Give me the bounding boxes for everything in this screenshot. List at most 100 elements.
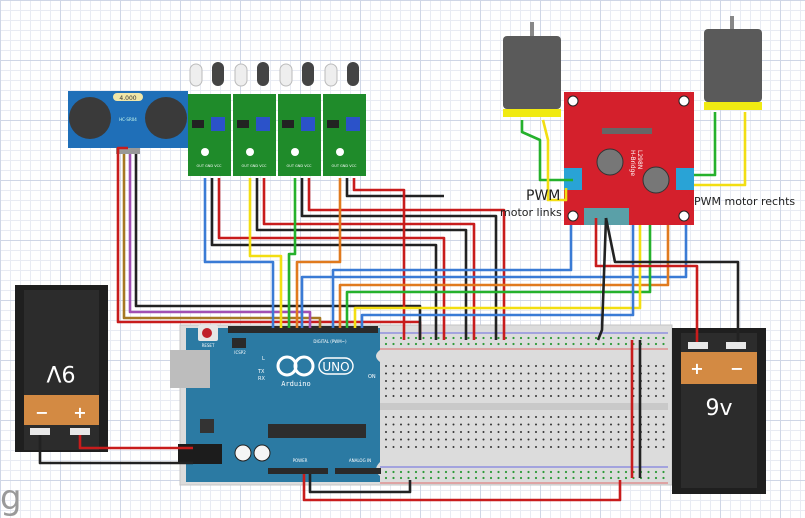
hole — [430, 372, 432, 375]
hole — [482, 387, 485, 390]
wire-25 — [596, 217, 608, 341]
wire-23 — [594, 218, 699, 342]
mount-hole — [246, 148, 254, 156]
rail-hole — [594, 470, 598, 474]
rail-hole — [654, 336, 658, 340]
hole — [445, 372, 447, 375]
battery-right-plus: + — [690, 359, 703, 378]
hole — [460, 395, 462, 397]
rail-hole — [399, 342, 403, 346]
hole — [647, 446, 650, 448]
hole — [430, 438, 432, 441]
hole — [610, 380, 612, 382]
hole — [505, 431, 507, 433]
wire-13 — [307, 178, 506, 340]
hole — [550, 395, 552, 397]
hole — [475, 387, 477, 390]
rail-hole — [467, 470, 470, 474]
hole — [415, 446, 417, 448]
hole — [437, 387, 440, 390]
hole — [482, 372, 485, 375]
hole — [580, 365, 582, 367]
hole — [610, 446, 612, 448]
rail-hole — [579, 476, 583, 480]
rail-hole — [392, 342, 395, 346]
rail-hole — [429, 342, 433, 346]
hole — [497, 431, 500, 433]
hole — [512, 446, 515, 448]
wire-16 — [352, 178, 406, 340]
rail-hole — [564, 342, 568, 346]
hole — [550, 387, 552, 390]
motor-left — [503, 22, 561, 117]
mount-hole — [291, 148, 299, 156]
hole — [647, 372, 650, 375]
hole — [407, 395, 410, 397]
rail-hole — [654, 342, 658, 346]
rail-hole — [504, 470, 508, 474]
rail-hole — [407, 470, 410, 474]
hole — [422, 438, 425, 441]
hole — [610, 431, 612, 433]
rail-hole — [609, 336, 613, 340]
rail-hole — [549, 336, 553, 340]
hole — [505, 423, 507, 426]
hole — [557, 387, 560, 390]
hole — [572, 423, 575, 426]
hole — [595, 431, 597, 433]
hole — [520, 387, 522, 390]
power-header — [268, 468, 328, 474]
hole — [467, 380, 470, 382]
hole — [497, 365, 500, 367]
rail-hole — [549, 476, 553, 480]
hole — [467, 395, 470, 397]
rail-hole — [617, 336, 620, 340]
wire-14 — [295, 178, 342, 328]
rail-hole — [392, 470, 395, 474]
arduino-uno-board: UNO Arduino RESET ICSP2 DIGITAL (PWM~) P… — [170, 325, 381, 482]
hole — [647, 416, 650, 418]
hole — [392, 446, 395, 448]
hole — [587, 372, 590, 375]
hole — [475, 372, 477, 375]
hole — [595, 387, 597, 390]
hole — [407, 416, 410, 418]
hole — [407, 446, 410, 448]
rail-hole — [437, 470, 440, 474]
wire-11 — [287, 178, 297, 328]
hole — [482, 365, 485, 367]
hole — [475, 380, 477, 382]
rail-hole — [482, 336, 485, 340]
rail-hole — [384, 476, 388, 480]
battery-left-minus: − — [35, 403, 48, 422]
rail-hole — [489, 476, 493, 480]
hole — [655, 431, 657, 433]
rail-hole — [594, 336, 598, 340]
hbridge-title-2: H-Bridge — [629, 150, 636, 176]
hole — [490, 431, 492, 433]
hole — [647, 438, 650, 441]
hole — [655, 446, 657, 448]
hole — [520, 446, 522, 448]
hole — [505, 372, 507, 375]
hole — [452, 365, 455, 367]
hole — [550, 446, 552, 448]
mount-hole — [201, 148, 209, 156]
hole — [617, 387, 620, 390]
rail-hole — [422, 342, 425, 346]
hole — [535, 372, 537, 375]
hole — [542, 395, 545, 397]
rail-hole — [422, 476, 425, 480]
rail-hole — [512, 336, 515, 340]
battery-left-plus: + — [73, 403, 86, 422]
ir-board — [233, 94, 276, 176]
rail-hole — [489, 342, 493, 346]
hole — [385, 380, 387, 382]
hole — [385, 438, 387, 441]
hole — [385, 423, 387, 426]
hole — [505, 380, 507, 382]
ir-chip — [237, 120, 249, 128]
hole — [535, 365, 537, 367]
hole — [422, 423, 425, 426]
